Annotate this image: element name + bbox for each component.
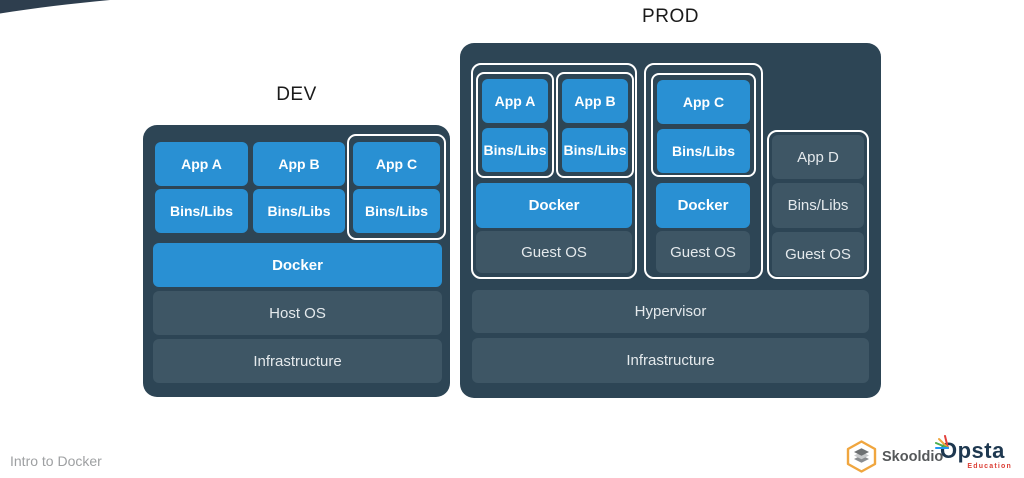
prod-vm2-app-c-box: App C <box>657 80 750 124</box>
dev-docker-box: Docker <box>153 243 442 287</box>
prod-vm2-outline: App C Bins/Libs Docker Guest OS <box>644 63 763 279</box>
prod-vm3-app-d-box: App D <box>772 135 864 179</box>
dev-host-os-box: Host OS <box>153 291 442 335</box>
prod-vm1-container-b-outline: App B Bins/Libs <box>556 72 634 178</box>
opsta-logo: Opsta Education <box>935 435 1012 470</box>
prod-vm1-app-b-box: App B <box>562 79 628 123</box>
prod-vm2-container-c-outline: App C Bins/Libs <box>651 73 756 177</box>
opsta-rays-icon <box>935 435 949 449</box>
prod-vm1-docker-box: Docker <box>476 183 632 228</box>
prod-infrastructure-box: Infrastructure <box>472 338 869 383</box>
prod-vm1-app-a-bins-box: Bins/Libs <box>482 128 548 172</box>
prod-vm2-docker-box: Docker <box>656 183 750 228</box>
dev-app-a-box: App A <box>155 142 248 186</box>
dev-app-c-bins-box: Bins/Libs <box>353 189 440 233</box>
dev-infrastructure-box: Infrastructure <box>153 339 442 383</box>
prod-vm2-guest-os-box: Guest OS <box>656 231 750 273</box>
dev-title: DEV <box>276 84 317 105</box>
prod-vm1-app-b-bins-box: Bins/Libs <box>562 128 628 172</box>
dev-stack-panel: App A App B App C Bins/Libs Bins/Libs Bi… <box>143 125 450 397</box>
dev-appc-group-outline <box>347 134 446 240</box>
prod-hypervisor-box: Hypervisor <box>472 290 869 333</box>
prod-vm2-app-c-bins-box: Bins/Libs <box>657 129 750 173</box>
prod-title: PROD <box>642 6 699 27</box>
dev-app-b-box: App B <box>253 142 345 186</box>
prod-vm1-app-a-box: App A <box>482 79 548 123</box>
prod-vm1-container-a-outline: App A Bins/Libs <box>476 72 554 178</box>
footer-caption: Intro to Docker <box>10 453 102 469</box>
dev-app-a-bins-box: Bins/Libs <box>155 189 248 233</box>
prod-vm3-outline: App D Bins/Libs Guest OS <box>767 130 869 279</box>
skooldio-logo: Skooldio <box>846 440 943 473</box>
skooldio-label: Skooldio <box>882 448 944 465</box>
prod-stack-panel: App A Bins/Libs App B Bins/Libs Docker G… <box>460 43 881 398</box>
prod-vm1-outline: App A Bins/Libs App B Bins/Libs Docker G… <box>471 63 637 279</box>
dev-app-c-box: App C <box>353 142 440 186</box>
skooldio-hexagon-icon <box>846 440 877 473</box>
corner-arc-decoration <box>0 0 110 14</box>
dev-app-b-bins-box: Bins/Libs <box>253 189 345 233</box>
opsta-label: Opsta <box>935 435 1012 462</box>
prod-vm3-bins-box: Bins/Libs <box>772 183 864 228</box>
opsta-sublabel: Education <box>967 463 1012 470</box>
prod-vm1-guest-os-box: Guest OS <box>476 231 632 273</box>
prod-vm3-guest-os-box: Guest OS <box>772 232 864 276</box>
